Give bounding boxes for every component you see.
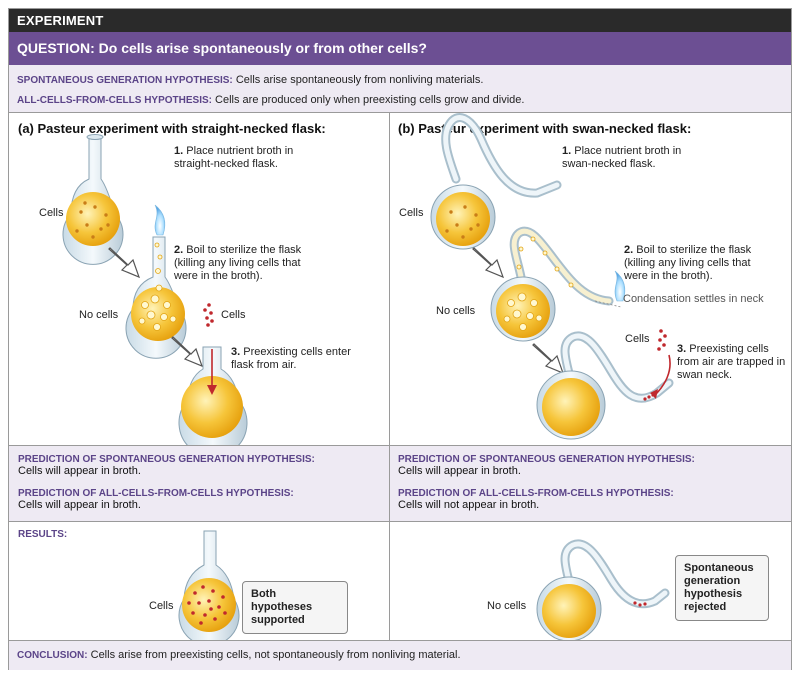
cells-hypothesis-label: ALL-CELLS-FROM-CELLS HYPOTHESIS: — [17, 95, 212, 106]
question-bar: QUESTION: Do cells arise spontaneously o… — [9, 32, 791, 65]
result-a-box: Both hypotheses supported — [242, 581, 348, 634]
swan-flask-1 — [430, 113, 562, 250]
spontaneous-hypothesis: SPONTANEOUS GENERATION HYPOTHESIS: Cells… — [17, 74, 483, 86]
panel-b-air-cells-label: Cells — [625, 333, 650, 345]
result-flask-a — [178, 530, 240, 647]
straight-flask-2-boiling — [125, 204, 187, 359]
divider-conclusion — [9, 640, 791, 641]
cells-hypothesis-text: Cells are produced only when preexisting… — [212, 94, 525, 106]
conclusion-bar: CONCLUSION: Cells arise from preexisting… — [9, 641, 791, 670]
panel-a-step3: 3. Preexisting cells enter flask from ai… — [231, 346, 351, 371]
panel-a-nocells-label: No cells — [79, 309, 119, 321]
swan-flask-3 — [536, 331, 674, 440]
panel-b-step3: 3. Preexisting cells from air are trappe… — [677, 343, 786, 381]
panel-divider — [389, 113, 390, 641]
panel-b-nocells-label: No cells — [436, 305, 476, 317]
panel-a-step2: 2. Boil to sterilize the flask (killing … — [174, 244, 302, 282]
panel-a-title: (a) Pasteur experiment with straight-nec… — [18, 121, 326, 136]
divider-results — [9, 521, 791, 522]
spontaneous-hypothesis-text: Cells arise spontaneously from nonliving… — [232, 74, 484, 86]
flask-illustrations — [62, 113, 674, 647]
panel-b-step2: 2. Boil to sterilize the flask (killing … — [624, 244, 752, 282]
spontaneous-hypothesis-label: SPONTANEOUS GENERATION HYPOTHESIS: — [17, 75, 233, 86]
condensation-label: Condensation settles in neck — [623, 293, 764, 305]
prediction-b-spontaneous: PREDICTION OF SPONTANEOUS GENERATION HYP… — [398, 454, 695, 477]
result-a-cells-label: Cells — [149, 600, 174, 612]
result-b-nocells-label: No cells — [487, 600, 527, 612]
divider-predictions — [9, 445, 791, 446]
results-label: RESULTS: — [18, 529, 68, 540]
straight-flask-1 — [62, 134, 124, 265]
cells-hypothesis: ALL-CELLS-FROM-CELLS HYPOTHESIS: Cells a… — [17, 94, 524, 106]
panel-b-cells-label: Cells — [399, 207, 424, 219]
prediction-b-cells: PREDICTION OF ALL-CELLS-FROM-CELLS HYPOT… — [398, 488, 674, 511]
panel-a-cells-label: Cells — [39, 207, 64, 219]
result-flask-b — [536, 539, 670, 642]
prediction-a-cells: PREDICTION OF ALL-CELLS-FROM-CELLS HYPOT… — [18, 488, 294, 511]
hypotheses-section: SPONTANEOUS GENERATION HYPOTHESIS: Cells… — [9, 65, 791, 113]
conclusion-text: Cells arise from preexisting cells, not … — [87, 649, 461, 661]
swan-flask-2-boiling — [490, 226, 626, 342]
conclusion-label: CONCLUSION: — [17, 650, 88, 661]
panel-a-air-cells-label: Cells — [221, 309, 246, 321]
panel-b-step1: 1. Place nutrient broth in swan-necked f… — [562, 145, 682, 170]
prediction-a-spontaneous: PREDICTION OF SPONTANEOUS GENERATION HYP… — [18, 454, 315, 477]
experiment-figure: EXPERIMENT QUESTION: Do cells arise spon… — [8, 8, 792, 670]
result-b-box: Spontaneous generation hypothesis reject… — [675, 555, 769, 621]
panel-a-step1: 1. Place nutrient broth in straight-neck… — [174, 145, 294, 170]
figure-header: EXPERIMENT — [9, 9, 791, 32]
predictions-section: PREDICTION OF SPONTANEOUS GENERATION HYP… — [9, 446, 791, 522]
